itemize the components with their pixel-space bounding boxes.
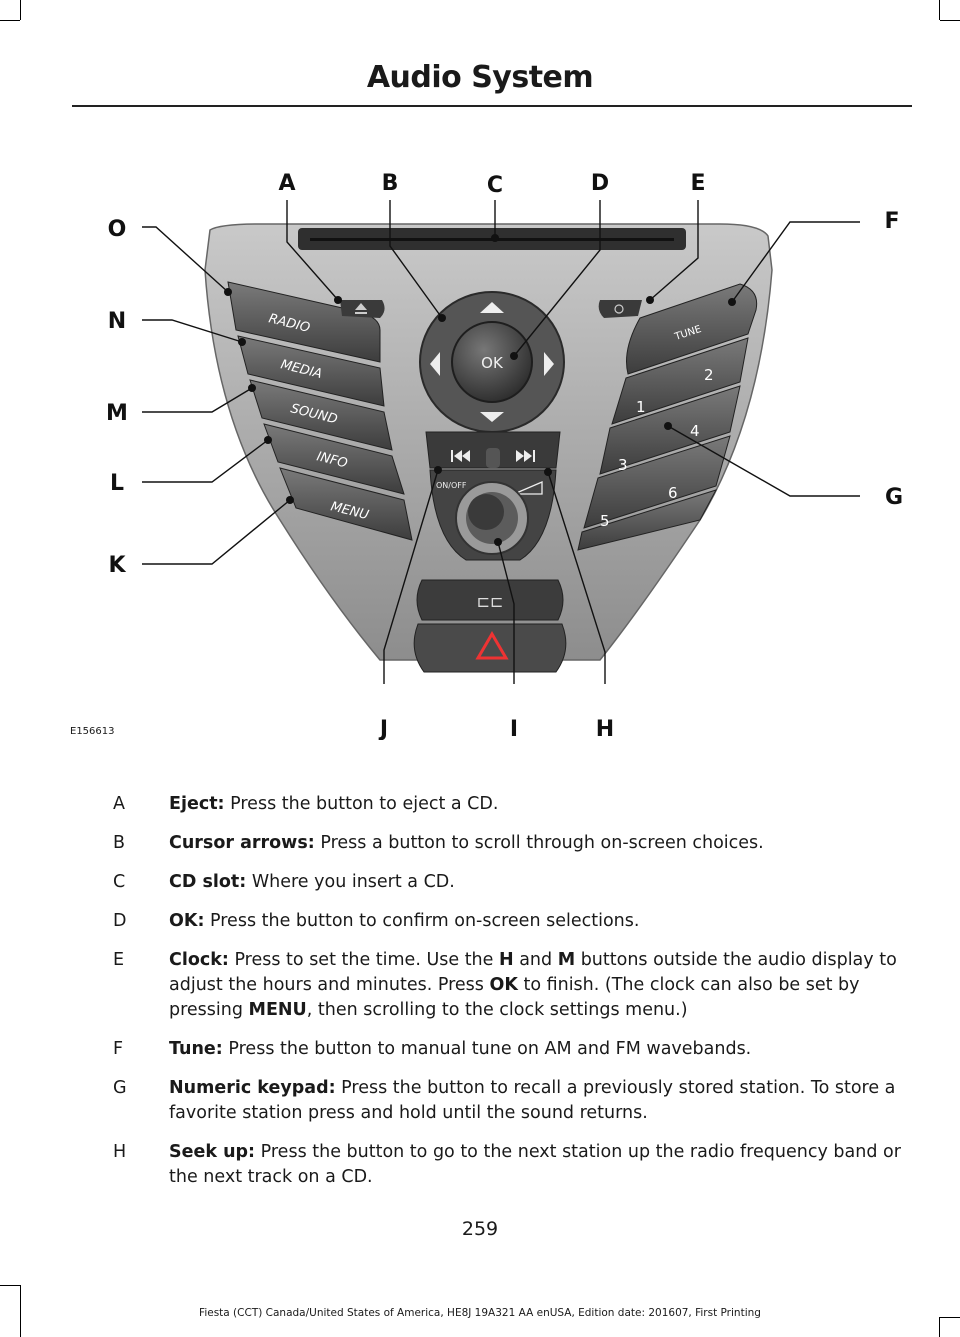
callout-a: A bbox=[278, 171, 295, 196]
list-item: B Cursor arrows: Press a button to scrol… bbox=[72, 831, 912, 856]
crop-mark bbox=[20, 0, 21, 20]
callout-e: E bbox=[690, 171, 705, 196]
key-2: 2 bbox=[704, 366, 714, 384]
item-term: Clock: bbox=[169, 950, 229, 970]
key-5: 5 bbox=[600, 512, 610, 530]
header-rule bbox=[72, 105, 912, 107]
item-letter: D bbox=[113, 911, 127, 931]
callout-m: M bbox=[106, 401, 128, 426]
info-label: INFO bbox=[315, 449, 349, 471]
on-off-label: ON/OFF bbox=[436, 481, 467, 490]
item-text: Press the button to confirm on-screen se… bbox=[204, 911, 640, 931]
callout-n: N bbox=[108, 309, 126, 334]
hazard-icon bbox=[475, 631, 509, 660]
list-item: D OK: Press the button to confirm on-scr… bbox=[72, 909, 912, 934]
right-keypad bbox=[577, 283, 758, 551]
list-item: E Clock: Press to set the time. Use the … bbox=[113, 950, 897, 1020]
item-text: Press a button to scroll through on-scre… bbox=[314, 833, 764, 853]
callout-l: L bbox=[110, 471, 124, 496]
callout-i: I bbox=[510, 717, 518, 740]
item-letter: E bbox=[113, 950, 125, 970]
item-text: Press the button to manual tune on AM an… bbox=[222, 1039, 752, 1059]
callout-f: F bbox=[884, 209, 899, 234]
page-number: 259 bbox=[461, 1218, 499, 1240]
svg-text:⊏⊏: ⊏⊏ bbox=[477, 592, 504, 611]
item-text: Press the button to recall a previously … bbox=[169, 1078, 896, 1123]
callout-c: C bbox=[487, 173, 503, 198]
callout-j: J bbox=[378, 717, 388, 740]
list-item: G Numeric keypad: Press the button to re… bbox=[72, 1076, 912, 1126]
crop-mark bbox=[940, 20, 960, 21]
page-footer: Fiesta (CCT) Canada/United States of Ame… bbox=[199, 1307, 761, 1319]
clock-button bbox=[598, 300, 642, 318]
crop-mark bbox=[939, 1317, 940, 1337]
key-4: 4 bbox=[690, 422, 700, 440]
key-3: 3 bbox=[618, 456, 628, 474]
crop-mark bbox=[940, 1317, 960, 1318]
key-6: 6 bbox=[668, 484, 678, 502]
lock-button bbox=[416, 579, 564, 621]
figure-id: E156613 bbox=[70, 726, 115, 737]
list-item: C CD slot: Where you insert a CD. bbox=[72, 870, 912, 895]
item-term: Seek up: bbox=[169, 1142, 256, 1162]
item-list: A Eject: Press the button to eject a CD.… bbox=[72, 792, 912, 1204]
item-term: OK: bbox=[169, 911, 205, 931]
crop-mark bbox=[0, 1285, 20, 1286]
item-text: Press the button to go to the next stati… bbox=[169, 1142, 901, 1187]
left-buttons bbox=[227, 281, 413, 541]
item-term: Eject: bbox=[169, 794, 225, 814]
ok-label: OK bbox=[481, 354, 504, 372]
callout-g: G bbox=[885, 485, 903, 510]
page-title: Audio System bbox=[366, 60, 594, 95]
item-letter: H bbox=[113, 1142, 127, 1162]
item-letter: G bbox=[113, 1078, 127, 1098]
crop-mark bbox=[20, 1285, 21, 1337]
item-term: CD slot: bbox=[169, 872, 247, 892]
item-letter: C bbox=[113, 872, 126, 892]
callout-d: D bbox=[591, 171, 609, 196]
list-item: A Eject: Press the button to eject a CD. bbox=[72, 792, 912, 817]
item-term: Tune: bbox=[169, 1039, 223, 1059]
callout-o: O bbox=[108, 217, 127, 242]
list-item: H Seek up: Press the button to go to the… bbox=[72, 1140, 912, 1190]
item-text: Press the button to eject a CD. bbox=[224, 794, 499, 814]
callout-b: B bbox=[382, 171, 399, 196]
item-letter: F bbox=[113, 1039, 124, 1059]
item-letter: A bbox=[113, 794, 125, 814]
hazard-button bbox=[413, 623, 567, 673]
item-term: Numeric keypad: bbox=[169, 1078, 336, 1098]
crop-mark bbox=[0, 20, 20, 21]
audio-unit-diagram: RADIO MEDIA SOUND INFO MENU OK ON/OFF TU… bbox=[106, 171, 903, 740]
crop-mark bbox=[939, 0, 940, 20]
key-1: 1 bbox=[636, 398, 646, 416]
ok-button bbox=[451, 321, 533, 403]
callout-k: K bbox=[108, 553, 126, 578]
callout-h: H bbox=[596, 717, 614, 740]
item-text: Where you insert a CD. bbox=[246, 872, 455, 892]
item-letter: B bbox=[113, 833, 126, 853]
list-item: F Tune: Press the button to manual tune … bbox=[72, 1037, 912, 1062]
item-term: Cursor arrows: bbox=[169, 833, 315, 853]
